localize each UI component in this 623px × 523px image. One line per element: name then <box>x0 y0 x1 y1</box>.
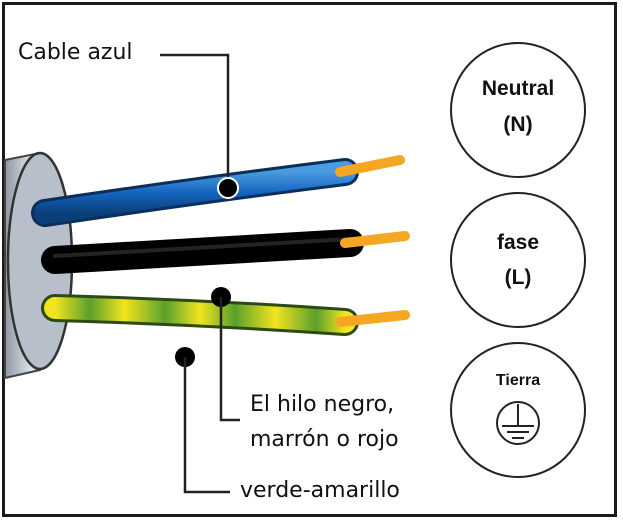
neutral-circle <box>450 42 586 178</box>
label-black-wire-line1: El hilo negro, <box>250 392 395 417</box>
label-black-wire-line2: marrón o rojo <box>250 427 399 452</box>
earth-wire <box>41 294 410 336</box>
label-yellow-green: verde-amarillo <box>240 478 400 503</box>
neutral-symbol: (N) <box>503 113 533 136</box>
label-blue-cable: Cable azul <box>18 40 133 65</box>
leader-earth <box>175 347 230 494</box>
ground-icon <box>496 401 540 445</box>
neutral-title: Neutral <box>481 77 555 100</box>
phase-circle <box>450 192 586 328</box>
blue-wire <box>31 155 405 227</box>
leader-black <box>211 287 240 422</box>
leader-blue <box>160 53 239 199</box>
phase-symbol: (L) <box>504 266 532 289</box>
black-wire <box>41 229 410 274</box>
phase-title: fase <box>496 231 540 254</box>
earth-title: Tierra <box>495 372 541 389</box>
